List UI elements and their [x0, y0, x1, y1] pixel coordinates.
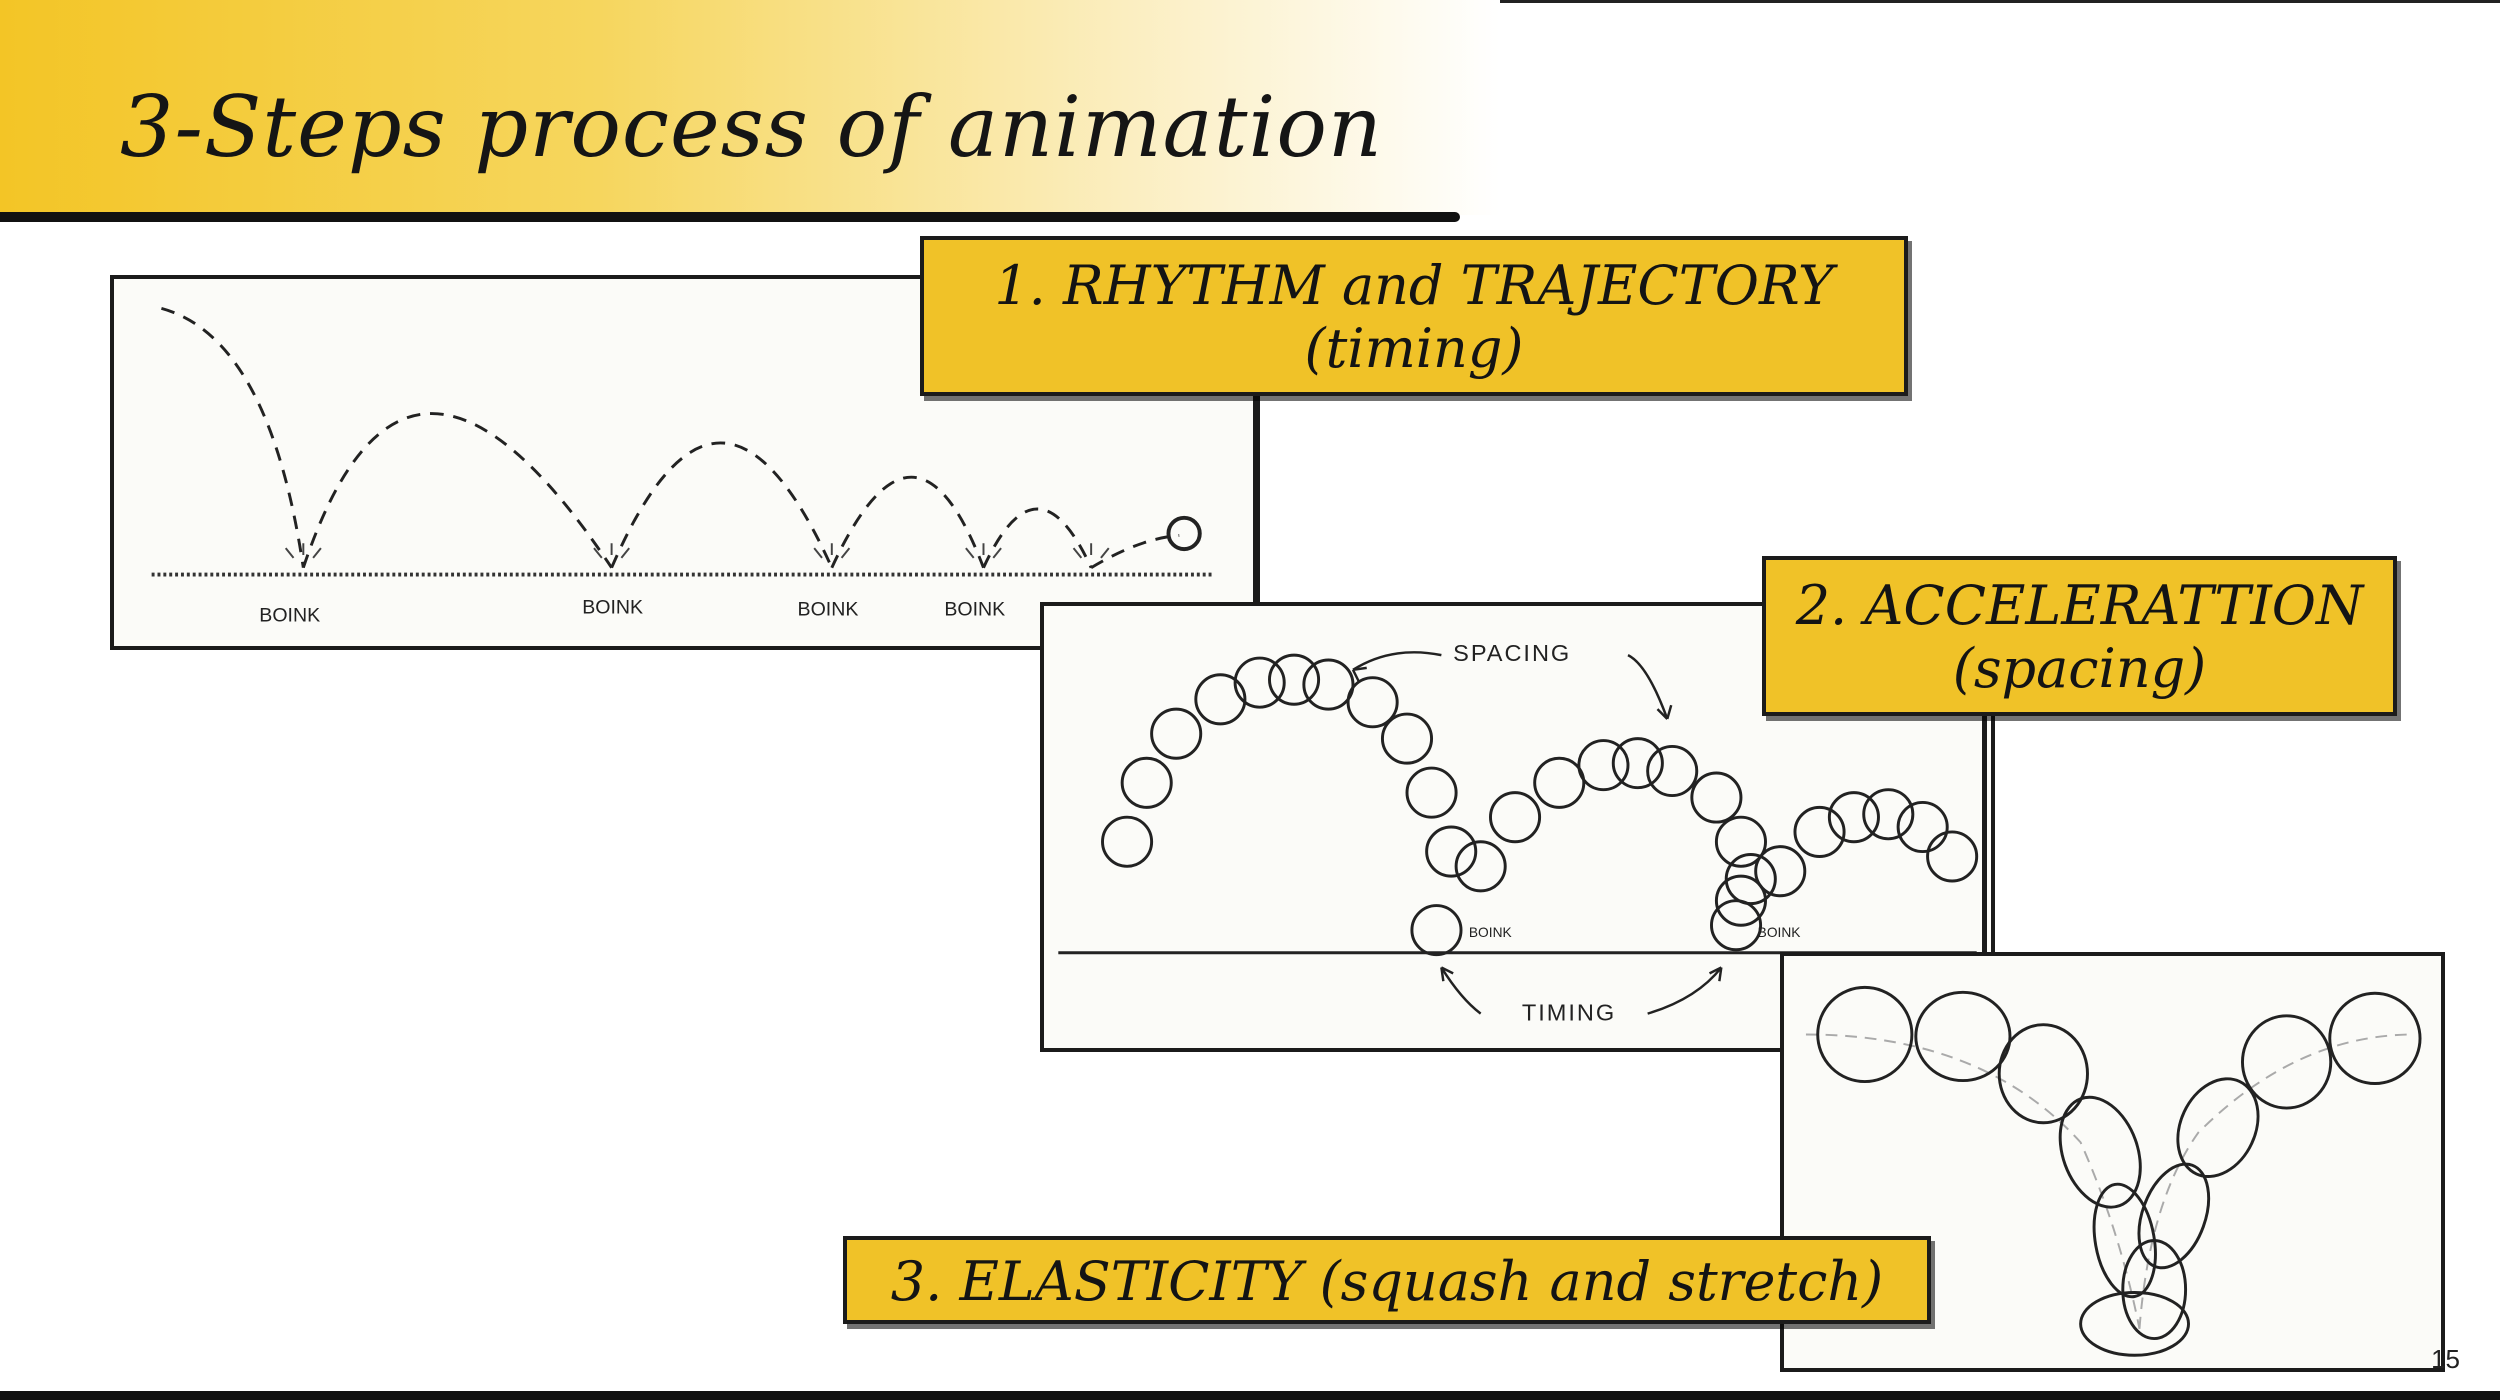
- trajectory-arc: [1090, 533, 1180, 569]
- step2-connector: [1982, 715, 1987, 955]
- page-number: 15: [2431, 1344, 2460, 1374]
- title-band: [0, 0, 1500, 215]
- ball-icon: [1724, 853, 1777, 906]
- ball-icon: [1577, 739, 1630, 792]
- impact-label: BOINK: [944, 599, 1005, 621]
- step3-title: 3. ELASTICITY (squash and stretch): [890, 1250, 1884, 1313]
- ball-icon: [1611, 737, 1664, 790]
- arrowhead-icon: [1351, 666, 1367, 683]
- impact-label: BOINK: [259, 605, 320, 627]
- ball-icon: [1827, 791, 1880, 844]
- trajectory-arc: [301, 412, 613, 569]
- timing-sketch-label: TIMING: [1522, 999, 1616, 1025]
- page-title: 3-Steps process of animation: [120, 78, 1384, 176]
- ball-icon: [1896, 800, 1949, 854]
- ball-icon: [1997, 1023, 2089, 1125]
- ball-icon: [1233, 656, 1286, 709]
- arrowhead-icon: [1440, 966, 1454, 982]
- ball-icon: [1150, 707, 1203, 760]
- step2-label: 2. ACCELERATTION (spacing): [1762, 556, 2397, 716]
- ball-icon: [1710, 899, 1763, 952]
- arrowhead-icon: [1708, 966, 1723, 982]
- arrow-up-right-icon: [1647, 966, 1723, 1015]
- title-underline: [0, 212, 1460, 222]
- ball-icon: [1166, 515, 1202, 552]
- impact-burst-icon: [284, 543, 322, 559]
- step1-label: 1. RHYTHM and TRAJECTORY (timing): [920, 236, 1908, 396]
- ball-icon: [1862, 788, 1915, 841]
- arrow-up-left-icon: [1440, 966, 1482, 1015]
- trajectory-arc: [830, 475, 985, 569]
- ball-icon: [1302, 658, 1355, 711]
- ball-icon: [2079, 1290, 2190, 1357]
- ball-icon: [1914, 990, 2012, 1083]
- ball-icon: [2058, 1095, 2142, 1209]
- ball-icon: [2328, 991, 2422, 1085]
- ball-icon: [1410, 904, 1463, 957]
- ball-icon: [2092, 1182, 2157, 1299]
- arrowhead-icon: [1656, 704, 1673, 720]
- impact-burst-icon: [965, 543, 1002, 559]
- ball-icon: [1489, 791, 1542, 844]
- ball-icon: [1926, 830, 1979, 883]
- ball-icon: [1793, 805, 1846, 858]
- step1-title: 1. RHYTHM and TRAJECTORY: [994, 254, 1834, 317]
- impact-label: BOINK: [1758, 925, 1802, 940]
- impact-burst-icon: [593, 543, 630, 559]
- impact-burst-icon: [1072, 543, 1110, 559]
- ball-icon: [1714, 815, 1767, 868]
- spacing-sketch: SPACING TIMING BOINK BOINK: [1058, 640, 1979, 1025]
- arrow-down-icon: [1627, 654, 1669, 720]
- step3-label: 3. ELASTICITY (squash and stretch): [843, 1236, 1931, 1324]
- ball-icon: [1454, 840, 1507, 893]
- ball-icon: [2176, 1077, 2260, 1178]
- ball-icon: [1816, 985, 1914, 1084]
- ball-icon: [1380, 712, 1434, 765]
- trajectory-arc: [2138, 1033, 2415, 1329]
- impact-label: BOINK: [1469, 925, 1513, 940]
- trajectory-sketch: BOINK BOINK BOINK BOINK: [151, 306, 1214, 627]
- impact-burst-icon: [813, 543, 851, 559]
- ball-icon: [1268, 653, 1321, 706]
- ball-icon: [2241, 1014, 2333, 1110]
- elasticity-sketch: [1805, 985, 2422, 1357]
- ball-icon: [2137, 1162, 2211, 1270]
- ball-icon: [1690, 771, 1743, 824]
- ball-icon: [1346, 676, 1399, 729]
- trajectory-arc: [982, 507, 1093, 569]
- trajectory-arc: [161, 306, 305, 568]
- step2-title: 2. ACCELERATTION: [1795, 574, 2364, 637]
- ball-icon: [1194, 673, 1247, 726]
- arrow-left-icon: [1352, 651, 1442, 671]
- ball-icon: [1405, 766, 1458, 819]
- trajectory-arc: [1805, 1033, 2141, 1329]
- ball-icon: [1120, 756, 1173, 809]
- ball-icon: [1714, 874, 1767, 927]
- ball-icon: [1754, 845, 1807, 898]
- impact-label: BOINK: [582, 597, 643, 619]
- ball-icon: [1646, 744, 1699, 798]
- ball-icon: [1425, 825, 1478, 878]
- impact-label: BOINK: [798, 599, 859, 621]
- step1-connector: [1253, 395, 1258, 605]
- step1-subtitle: (timing): [1304, 317, 1524, 380]
- bottom-rule: [0, 1391, 2500, 1400]
- trajectory-arc: [610, 441, 834, 569]
- step2-subtitle: (spacing): [1952, 637, 2207, 700]
- spacing-sketch-label: SPACING: [1453, 640, 1571, 666]
- ball-icon: [1533, 756, 1586, 809]
- ball-icon: [1101, 815, 1154, 868]
- ball-icon: [2121, 1239, 2188, 1341]
